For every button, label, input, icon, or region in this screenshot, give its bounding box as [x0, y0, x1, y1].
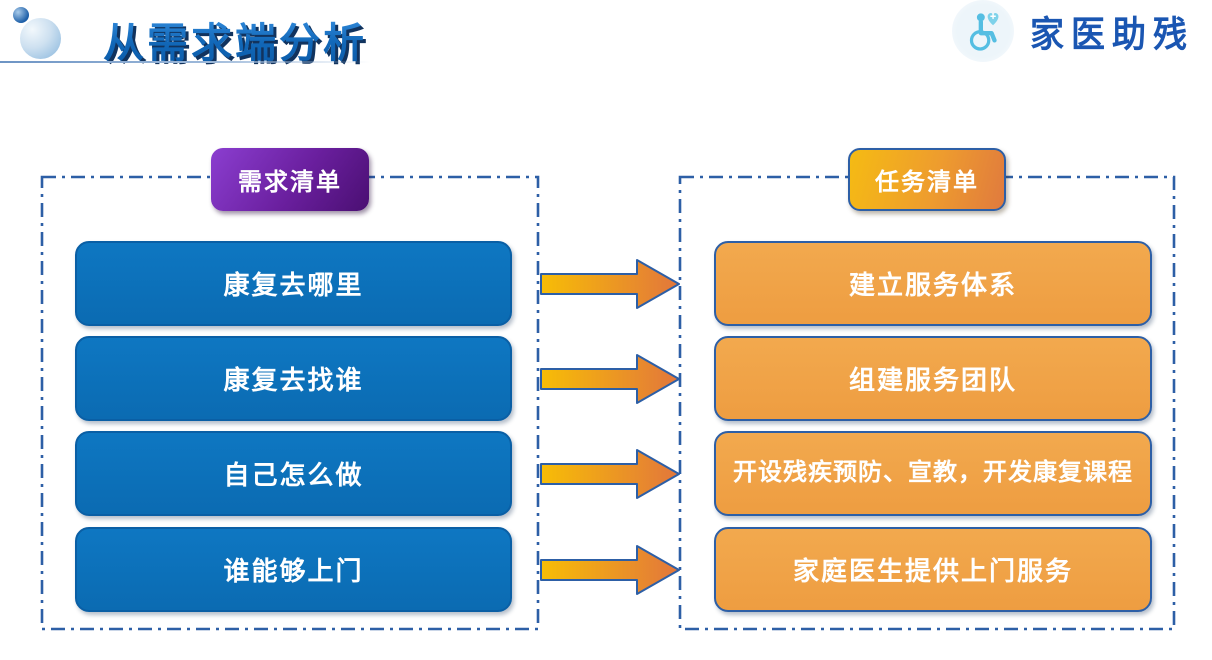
- demand-item: 自己怎么做: [75, 431, 512, 516]
- slide-logo-icon: [20, 18, 61, 59]
- demand-item: 康复去找谁: [75, 336, 512, 421]
- right-arrow-icon: [540, 354, 680, 404]
- right-arrow-icon: [540, 545, 680, 595]
- page-title: 从需求端分析: [103, 9, 367, 69]
- demand-group-border: [40, 175, 540, 631]
- demand-list-header: 需求清单: [211, 148, 369, 211]
- brand-logo: 家医助残: [952, 0, 1194, 62]
- task-list-header: 任务清单: [848, 148, 1006, 211]
- demand-item: 康复去哪里: [75, 241, 512, 326]
- brand-name: 家医助残: [1030, 15, 1194, 55]
- demand-item: 谁能够上门: [75, 527, 512, 612]
- right-arrow-icon: [540, 449, 680, 499]
- title-underline: [0, 61, 378, 63]
- wheelchair-heart-icon: [952, 0, 1014, 62]
- slide-logo-icon: [13, 7, 29, 23]
- task-item: 开设残疾预防、宣教，开发康复课程: [714, 431, 1152, 516]
- task-item: 组建服务团队: [714, 336, 1152, 421]
- right-arrow-icon: [540, 259, 680, 309]
- task-item: 建立服务体系: [714, 241, 1152, 326]
- task-group-border: [678, 175, 1176, 631]
- task-item: 家庭医生提供上门服务: [714, 527, 1152, 612]
